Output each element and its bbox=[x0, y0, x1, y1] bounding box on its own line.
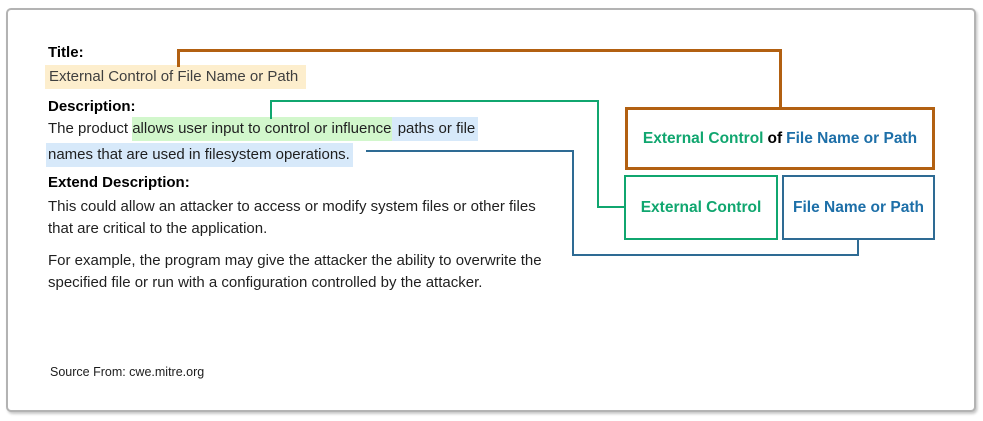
file-name-or-path-box-label: File Name or Path bbox=[793, 198, 924, 216]
external-control-box-label: External Control bbox=[640, 198, 762, 216]
description-line-2: names that are used in filesystem operat… bbox=[46, 143, 353, 171]
text-segment-green: allows user input to control or influenc… bbox=[132, 117, 392, 141]
combined-concept-box: External Control of File Name or Path bbox=[625, 107, 935, 170]
combined-box-blue-part: File Name or Path bbox=[786, 129, 918, 147]
brown-connector-horizontal bbox=[177, 49, 782, 52]
text-segment-none: The product bbox=[48, 120, 133, 137]
combined-box-green-part: External Control bbox=[642, 129, 764, 147]
green-connector-vertical-from-text bbox=[270, 100, 272, 119]
text-segment-blue: paths or file bbox=[391, 117, 479, 141]
blue-connector-vertical-down bbox=[572, 150, 574, 256]
extend-description-heading: Extend Description: bbox=[48, 174, 190, 191]
title-heading: Title: bbox=[48, 44, 84, 61]
blue-connector-horizontal-from-text bbox=[366, 150, 574, 152]
combined-box-of-word: of bbox=[767, 129, 783, 147]
extend-description-paragraph-1: This could allow an attacker to access o… bbox=[48, 198, 536, 237]
file-name-or-path-box: File Name or Path bbox=[782, 175, 935, 240]
blue-connector-vertical-to-box bbox=[857, 240, 859, 256]
green-connector-horizontal-to-box bbox=[597, 206, 625, 208]
description-line-1: The product allows user input to control… bbox=[48, 117, 479, 145]
brown-connector-vertical-to-box bbox=[779, 49, 782, 107]
description-heading: Description: bbox=[48, 98, 136, 115]
source-note: Source From: cwe.mitre.org bbox=[50, 365, 205, 379]
text-segment-blue: names that are used in filesystem operat… bbox=[46, 143, 353, 167]
brown-connector-vertical-from-title bbox=[177, 49, 180, 67]
green-connector-horizontal-top bbox=[270, 100, 599, 102]
extend-description-paragraph-2: For example, the program may give the at… bbox=[48, 252, 542, 291]
green-connector-vertical-down bbox=[597, 100, 599, 208]
blue-connector-horizontal-bottom bbox=[572, 254, 859, 256]
title-value: External Control of File Name or Path bbox=[45, 65, 307, 89]
external-control-box: External Control bbox=[624, 175, 778, 240]
